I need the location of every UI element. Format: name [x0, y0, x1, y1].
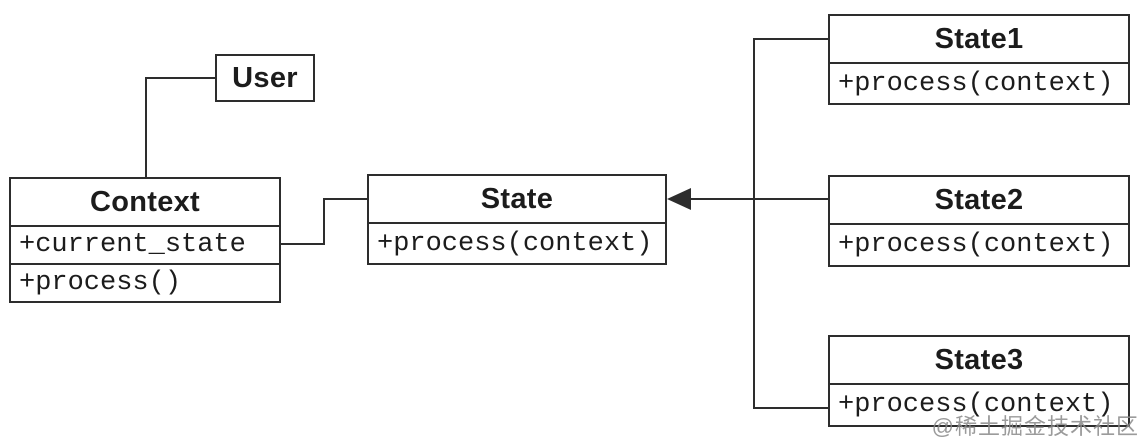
class-title: State3 — [934, 343, 1024, 376]
connector-context-state — [281, 198, 367, 245]
class-box-context: Context +current_state +process() — [9, 177, 281, 303]
connector-user-context — [145, 77, 215, 178]
class-title: State2 — [934, 183, 1024, 216]
class-box-state2: State2 +process(context) — [828, 175, 1130, 267]
class-member: +process(context) — [369, 222, 665, 263]
class-member: +process(context) — [830, 383, 1128, 425]
class-title: State — [480, 182, 554, 215]
watermark-text: @稀土掘金技术社区 — [931, 414, 1139, 439]
class-box-state: State +process(context) — [367, 174, 667, 265]
class-member: +process(context) — [830, 62, 1128, 103]
class-box-user: User — [215, 54, 315, 102]
class-title: State1 — [934, 22, 1024, 55]
class-member: +current_state — [11, 225, 279, 263]
arrowhead-icon — [667, 188, 691, 210]
class-box-state3: State3 +process(context) — [828, 335, 1130, 427]
class-box-state1: State1 +process(context) — [828, 14, 1130, 105]
class-title: Context — [89, 185, 201, 218]
class-member: +process() — [11, 263, 279, 301]
connector-states-trunk — [753, 38, 828, 409]
class-title: User — [232, 61, 298, 94]
class-member: +process(context) — [830, 223, 1128, 265]
